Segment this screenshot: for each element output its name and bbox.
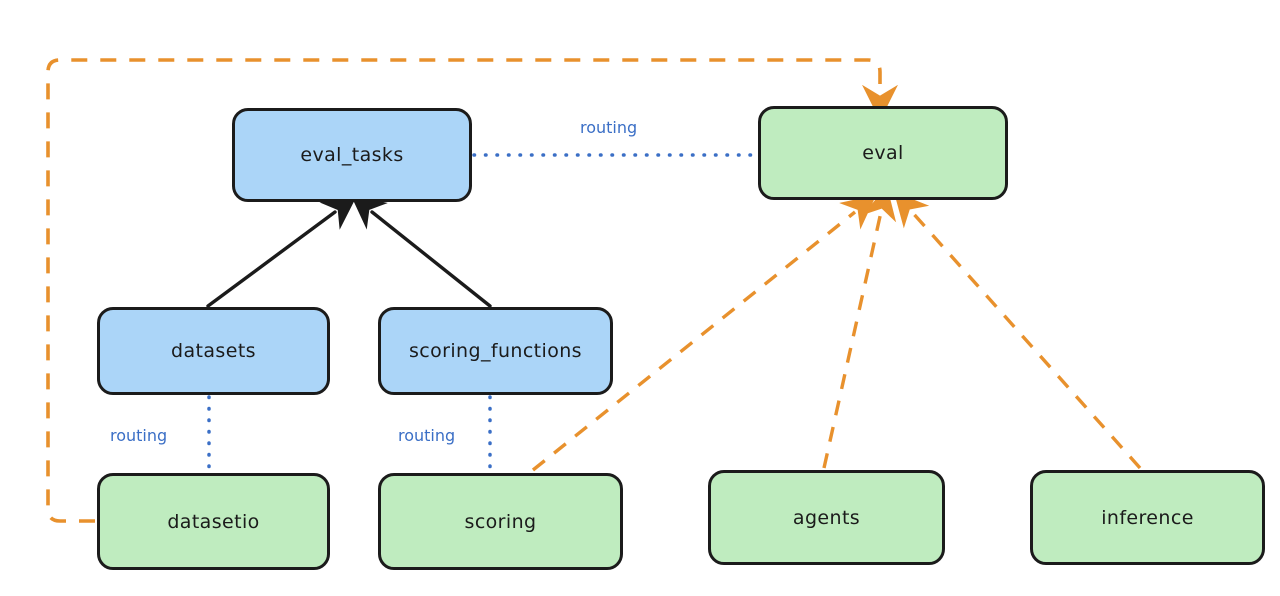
edge-inference-eval — [893, 191, 1142, 470]
edge-label-routing-datasetio: routing — [110, 426, 168, 445]
node-label: scoring_functions — [409, 340, 582, 362]
edge-agents-eval — [822, 185, 897, 469]
node-label: eval_tasks — [300, 144, 404, 166]
node-label: datasets — [171, 340, 256, 362]
edge-scoring_functions-eval_tasks — [350, 195, 492, 308]
edge-label-routing-scoring: routing — [398, 426, 456, 445]
node-label: eval — [862, 142, 904, 164]
node-datasets[interactable]: datasets — [97, 307, 330, 395]
edge-label-routing-eval: routing — [580, 118, 638, 137]
node-label: datasetio — [167, 510, 260, 533]
edge-datasets-eval_tasks — [206, 195, 357, 308]
node-scoring-functions[interactable]: scoring_functions — [378, 307, 613, 395]
node-eval[interactable]: eval — [758, 106, 1008, 200]
node-label: scoring — [464, 510, 537, 533]
node-scoring[interactable]: scoring — [378, 473, 623, 570]
node-inference[interactable]: inference — [1030, 470, 1265, 565]
node-label: inference — [1101, 506, 1194, 529]
node-label: agents — [792, 506, 861, 529]
node-datasetio[interactable]: datasetio — [97, 473, 330, 570]
node-eval-tasks[interactable]: eval_tasks — [232, 108, 472, 202]
node-agents[interactable]: agents — [708, 470, 945, 565]
